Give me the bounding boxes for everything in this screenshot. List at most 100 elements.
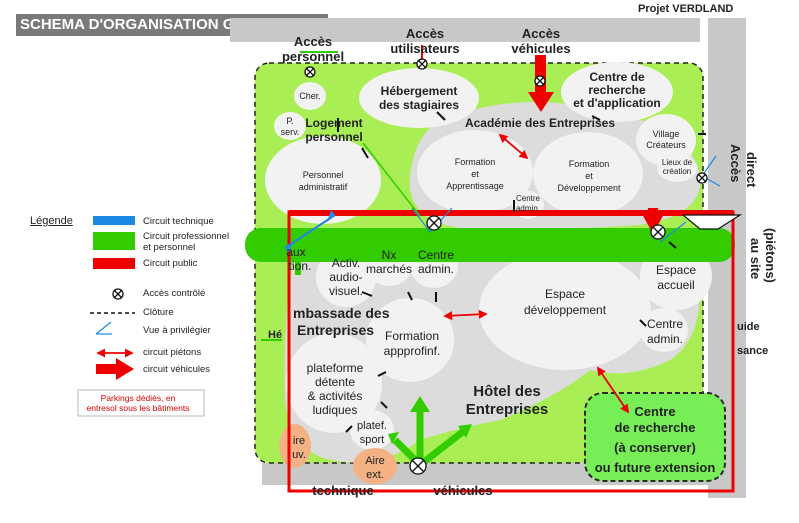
legend-public-label: Circuit public	[143, 258, 198, 269]
svg-text:et: et	[471, 169, 479, 179]
legend-public-swatch	[93, 258, 135, 269]
lieux-label: Lieux de	[662, 158, 693, 167]
aire-jeux-bubble	[279, 424, 311, 468]
svg-text:et: et	[585, 171, 593, 181]
svg-text:Apprentissage: Apprentissage	[446, 181, 504, 191]
acces-direct-label: Accès	[728, 144, 743, 182]
plateforme-label: plateforme	[307, 361, 364, 375]
ambassade-label: mbassade des	[293, 305, 390, 321]
formation-approf-label: Formation	[385, 329, 439, 343]
espace-dev-bubble	[479, 250, 651, 370]
legend-acces-icon	[112, 288, 124, 300]
acces-vehicules-label: Accès	[522, 26, 560, 41]
he-label: Hé	[268, 329, 282, 341]
svg-text:direct: direct	[744, 152, 759, 188]
svg-text:admin.: admin.	[516, 204, 540, 213]
formation-developpement-bubble	[533, 132, 643, 216]
green-circuit-band	[245, 228, 735, 262]
aux-label: aux	[286, 245, 305, 259]
centre-recherche-box	[584, 392, 726, 482]
svg-text:ou future extension: ou future extension	[595, 460, 716, 475]
svg-text:personnel: personnel	[305, 130, 362, 144]
legend-technique-label: Circuit technique	[143, 216, 214, 227]
centre-admin-2-bubble	[640, 308, 688, 352]
svg-text:ludiques: ludiques	[313, 403, 358, 417]
svg-text:(piétons): (piétons)	[763, 228, 778, 283]
personnel-admin-bubble	[265, 136, 381, 224]
svg-text:détente: détente	[315, 375, 355, 389]
hebergement-label: Hébergement	[381, 84, 458, 98]
acces-utilisateurs-label: Accès	[406, 26, 444, 41]
platef-sport-label: platef.	[357, 420, 387, 432]
legend-pro-label-2: et personnel	[143, 242, 196, 253]
hotel-label: Hôtel des	[473, 383, 541, 400]
legend-technique-swatch	[93, 216, 135, 225]
acces-site-label: au site	[748, 238, 763, 279]
form-app-label: Formation	[455, 157, 496, 167]
svg-text:Développement: Développement	[557, 183, 621, 193]
centre-recherche-label: Centre	[634, 404, 675, 419]
svg-text:des stagiaires: des stagiaires	[379, 98, 459, 112]
svg-text:administratif: administratif	[299, 182, 348, 192]
espace-dev-label: Espace	[545, 287, 585, 301]
village-bubble	[636, 114, 696, 166]
nx-marches-label: Nx	[382, 248, 397, 262]
acces-controle-icons	[304, 58, 708, 475]
svg-text:Entreprises: Entreprises	[466, 401, 549, 418]
svg-text:ext.: ext.	[366, 469, 384, 481]
svg-text:visuel.: visuel.	[329, 284, 363, 298]
aire-ext-label: Aire	[365, 455, 385, 467]
svg-text:(à conserver): (à conserver)	[614, 440, 696, 455]
logement-label: Logement	[305, 116, 362, 130]
legend-vue-label: Vue à privilégier	[143, 325, 211, 336]
road-top	[230, 18, 700, 42]
site-fence	[254, 62, 704, 464]
guide-label: uide	[737, 321, 760, 333]
legend-vehicules-label: circuit véhicules	[143, 364, 211, 375]
svg-text:et d'application: et d'application	[573, 96, 661, 110]
centre-admin-small-label: Centre	[516, 194, 541, 203]
acces-technique-label: technique	[312, 483, 373, 498]
svg-text:audio-: audio-	[329, 270, 362, 284]
svg-text:accueil: accueil	[657, 278, 694, 292]
svg-text:uv.: uv.	[292, 449, 306, 461]
svg-text:véhicules: véhicules	[511, 41, 570, 56]
personnel-admin-label: Personnel	[303, 170, 344, 180]
centre-application-bubble	[561, 62, 673, 122]
svg-text:sance: sance	[737, 345, 768, 357]
legend-vue-icon	[95, 321, 112, 335]
espace-accueil-label: Espace	[656, 263, 696, 277]
cher-bubble	[294, 82, 326, 110]
legend-acces-label: Accès contrôlé	[143, 288, 206, 299]
acces-personnel-label: Accès	[294, 34, 332, 49]
svg-text:serv.: serv.	[281, 127, 300, 137]
svg-text:tion.: tion.	[289, 259, 312, 273]
academie-label: Académie des Entreprises	[465, 116, 615, 130]
project-name: Projet VERDLAND	[638, 3, 734, 15]
svg-text:sport: sport	[360, 434, 384, 446]
svg-text:Entreprises: Entreprises	[297, 322, 374, 338]
svg-text:création: création	[663, 167, 691, 176]
legend-parking-note: Parkings dédiés, en entresol sous les bâ…	[86, 393, 190, 413]
svg-text:utilisateurs: utilisateurs	[390, 41, 459, 56]
centre-application-label: Centre de	[589, 70, 645, 84]
legend-parking-box	[77, 389, 205, 417]
svg-text:marchés: marchés	[366, 262, 412, 276]
svg-text:admin.: admin.	[647, 332, 683, 346]
aire-jeux-label: ire	[293, 435, 305, 447]
legend-pro-label-1: Circuit professionnel	[143, 231, 230, 242]
svg-text:personnel: personnel	[282, 49, 344, 64]
lieux-bubble	[657, 154, 697, 182]
svg-text:recherche: recherche	[588, 83, 646, 97]
svg-text:de recherche: de recherche	[615, 420, 696, 435]
p-serv-label: P.	[286, 116, 293, 126]
hebergement-bubble	[359, 68, 479, 128]
svg-text:Créateurs: Créateurs	[646, 140, 686, 150]
svg-text:développement: développement	[524, 303, 607, 317]
plateforme-bubble	[286, 333, 382, 433]
svg-text:& activités: & activités	[308, 389, 363, 403]
legend-title: Légende	[30, 215, 73, 227]
legend-vehicules-arrow	[96, 358, 134, 380]
centre-admin-2-label: Centre	[647, 317, 683, 331]
